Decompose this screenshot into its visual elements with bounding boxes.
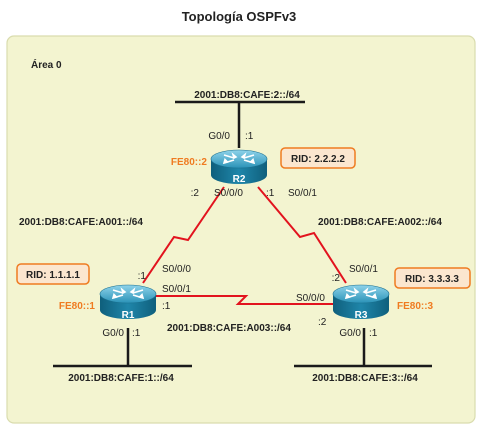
host-r3-s000: :2	[318, 317, 327, 328]
lan-r2	[175, 100, 305, 148]
iface-r2-s001: S0/0/1	[288, 188, 317, 199]
host-r1-s000: :1	[138, 271, 147, 282]
host-r2-s001: :1	[266, 188, 275, 199]
host-r1-s001: :1	[162, 301, 171, 312]
lan-r3	[294, 328, 432, 368]
area-0-zone	[6, 35, 476, 424]
iface-r1-g00: G0/0	[102, 328, 124, 339]
link-network-r1-r2: 2001:DB8:CAFE:A001::/64	[19, 217, 143, 228]
link-local-r1: FE80::1	[59, 301, 96, 312]
svg-text:RID: 3.3.3.3: RID: 3.3.3.3	[405, 274, 459, 285]
router-r1[interactable]: R1	[99, 284, 157, 321]
host-r2-s000: :2	[191, 188, 200, 199]
diagram-title: Topología OSPFv3	[182, 9, 297, 24]
host-r2-g00: :1	[245, 131, 254, 142]
host-r3-s001: :2	[332, 273, 341, 284]
iface-r2-g00: G0/0	[208, 131, 230, 142]
link-local-r2: FE80::2	[171, 157, 208, 168]
router-r2[interactable]: R2	[210, 149, 268, 185]
iface-r2-s000: S0/0/0	[214, 188, 243, 199]
area-label: Área 0	[31, 58, 62, 71]
serial-link-r1-r3	[155, 295, 340, 305]
lan-network-r1: 2001:DB8:CAFE:1::/64	[68, 373, 174, 384]
lan-network-r2: 2001:DB8:CAFE:2::/64	[194, 90, 300, 101]
rid-box-r2: RID: 2.2.2.2	[280, 147, 356, 169]
serial-link-r1-r2	[142, 186, 225, 284]
host-r3-g00: :1	[369, 328, 378, 339]
svg-text:RID: 2.2.2.2: RID: 2.2.2.2	[291, 154, 345, 165]
iface-r1-s001: S0/0/1	[162, 284, 191, 295]
iface-r3-s000: S0/0/0	[296, 293, 325, 304]
router-name: R2	[233, 174, 246, 185]
lan-r1	[53, 328, 192, 368]
iface-r3-s001: S0/0/1	[349, 264, 378, 275]
serial-link-r2-r3	[257, 186, 347, 284]
iface-r3-g00: G0/0	[339, 328, 361, 339]
host-r1-g00: :1	[132, 328, 141, 339]
rid-box-r3: RID: 3.3.3.3	[394, 267, 471, 289]
iface-r1-s000: S0/0/0	[162, 264, 191, 275]
lan-network-r3: 2001:DB8:CAFE:3::/64	[312, 373, 418, 384]
link-network-r1-r3: 2001:DB8:CAFE:A003::/64	[167, 323, 291, 334]
svg-text:RID: 1.1.1.1: RID: 1.1.1.1	[26, 270, 80, 281]
rid-box-r1: RID: 1.1.1.1	[16, 263, 90, 285]
router-name: R3	[355, 310, 368, 321]
link-network-r2-r3: 2001:DB8:CAFE:A002::/64	[318, 217, 442, 228]
link-local-r3: FE80::3	[397, 301, 434, 312]
router-r3[interactable]: R3	[332, 284, 390, 321]
router-name: R1	[122, 310, 135, 321]
